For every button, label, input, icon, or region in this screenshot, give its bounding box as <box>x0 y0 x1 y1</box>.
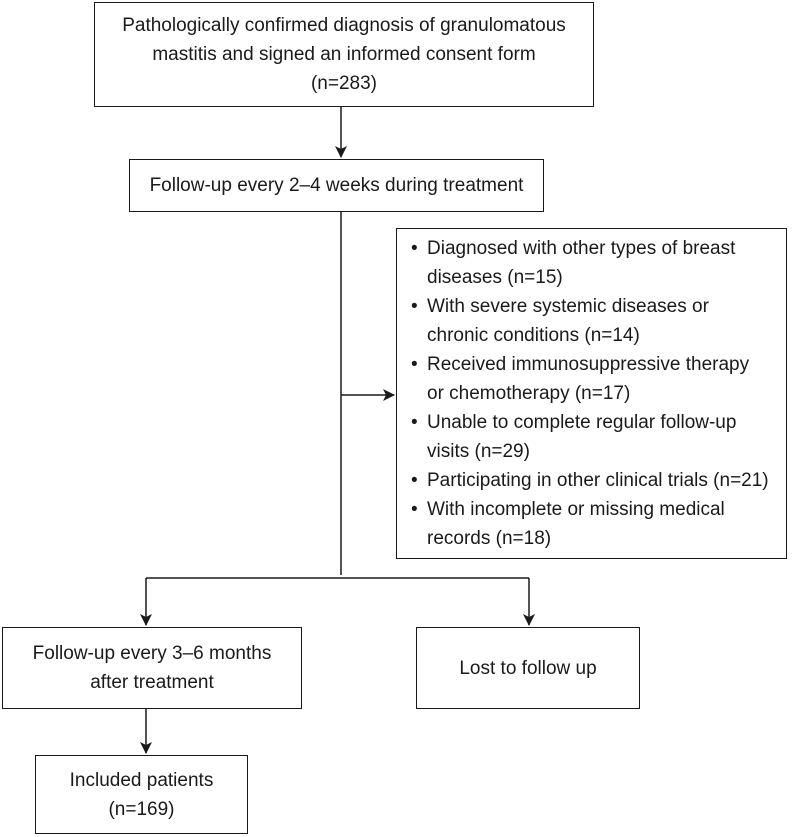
lost-to-followup-text: Lost to follow up <box>459 657 597 679</box>
exclusion-item-text: With incomplete or missing medical <box>427 499 725 520</box>
exclusion-item: With severe systemic diseases or chronic… <box>409 292 776 350</box>
included-patients-box: Included patients (n=169) <box>35 755 248 834</box>
exclusion-item: Participating in other clinical trials (… <box>409 466 776 495</box>
exclusion-criteria-box: Diagnosed with other types of breast dis… <box>396 228 787 559</box>
exclusion-item-text: or chemotherapy (n=17) <box>427 383 631 404</box>
exclusion-item-text: Diagnosed with other types of breast <box>427 238 736 259</box>
exclusion-item-text: chronic conditions (n=14) <box>427 325 640 346</box>
followup-after-treatment-box: Follow-up every 3–6 months after treatme… <box>2 627 302 709</box>
exclusion-item-text: Unable to complete regular follow-up <box>427 412 737 433</box>
exclusion-item-text: Received immunosuppressive therapy <box>427 354 750 375</box>
enrollment-line-2: mastitis and signed an informed consent … <box>152 44 536 65</box>
exclusion-item-text: visits (n=29) <box>427 441 530 462</box>
exclusion-item: Unable to complete regular follow-up vis… <box>409 408 776 466</box>
followup-during-treatment-box: Follow-up every 2–4 weeks during treatme… <box>129 159 544 212</box>
followup-after-line-1: Follow-up every 3–6 months <box>32 643 272 664</box>
enrollment-box: Pathologically confirmed diagnosis of gr… <box>94 2 594 107</box>
lost-to-followup-box: Lost to follow up <box>416 627 640 709</box>
followup-during-treatment-text: Follow-up every 2–4 weeks during treatme… <box>149 175 524 196</box>
exclusion-item: Received immunosuppressive therapy or ch… <box>409 350 776 408</box>
exclusion-item-text: With severe systemic diseases or <box>427 296 709 317</box>
exclusion-item-text: diseases (n=15) <box>427 267 563 288</box>
enrollment-line-1: Pathologically confirmed diagnosis of gr… <box>122 15 566 36</box>
exclusion-list: Diagnosed with other types of breast dis… <box>409 234 776 553</box>
exclusion-item: Diagnosed with other types of breast dis… <box>409 234 776 292</box>
exclusion-item: With incomplete or missing medical recor… <box>409 495 776 553</box>
exclusion-item-text: records (n=18) <box>427 528 552 549</box>
followup-after-line-2: after treatment <box>90 672 214 693</box>
included-patients-label: Included patients <box>69 769 214 791</box>
enrollment-count: (n=283) <box>310 73 378 94</box>
exclusion-item-text: Participating in other clinical trials (… <box>427 470 769 491</box>
included-patients-count: (n=169) <box>108 798 175 820</box>
